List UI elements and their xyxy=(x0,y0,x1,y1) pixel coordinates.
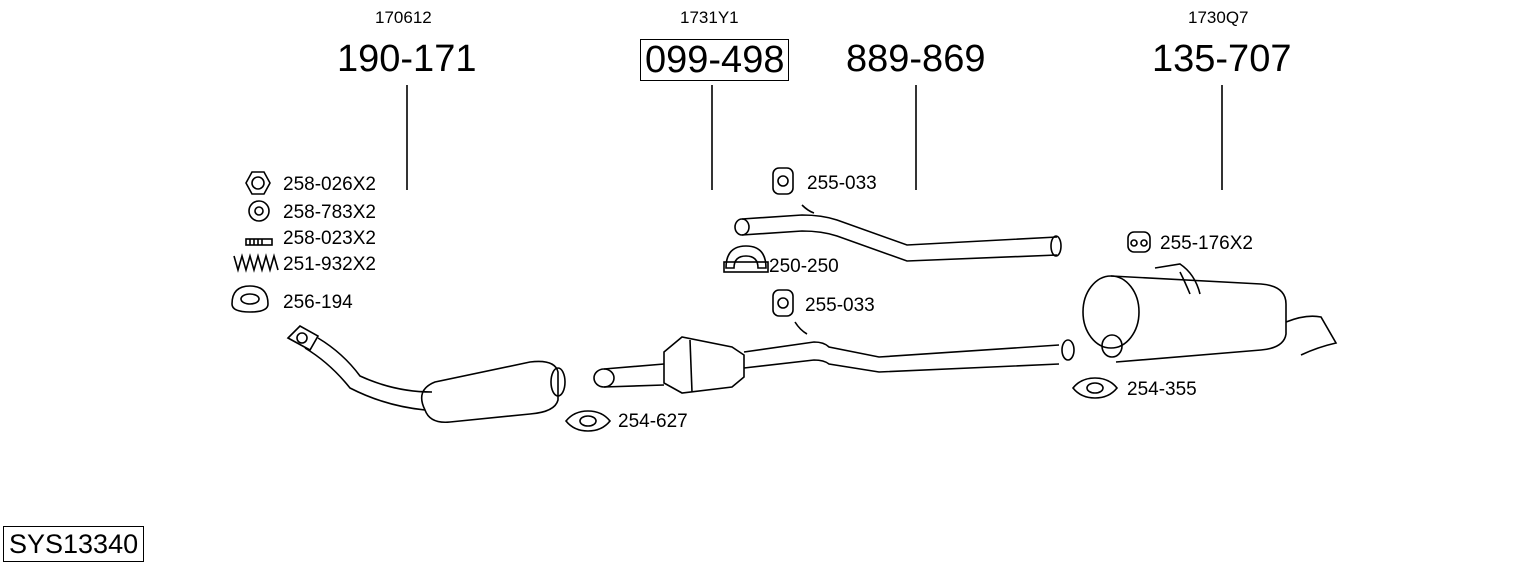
accessory-clamp-a-label[interactable]: 250-250 xyxy=(769,256,839,277)
bolt-icon xyxy=(245,238,273,246)
accessory-clamp-b-label[interactable]: 254-627 xyxy=(618,411,688,432)
accessory-bolt-label[interactable]: 258-023X2 xyxy=(283,228,376,249)
clamp-icon-c xyxy=(1071,377,1119,399)
hanger-icon-c xyxy=(1127,231,1151,253)
rear-silencer-135-707 xyxy=(1082,263,1338,363)
accessory-clamp-c-label[interactable]: 254-355 xyxy=(1127,379,1197,400)
part-number-190-171[interactable]: 190-171 xyxy=(337,38,477,80)
accessory-hanger-c-label[interactable]: 255-176X2 xyxy=(1160,233,1253,254)
gasket-icon xyxy=(231,285,269,313)
accessory-washer-label[interactable]: 258-783X2 xyxy=(283,202,376,223)
clamp-icon-a xyxy=(723,245,769,273)
oem-ref-4: 1730Q7 xyxy=(1188,8,1249,27)
front-pipe-190-171 xyxy=(286,325,566,424)
hanger-icon-a xyxy=(772,167,794,195)
washer-icon xyxy=(248,200,270,222)
catalytic-converter-099-498 xyxy=(593,321,1075,394)
clamp-icon-b xyxy=(564,410,612,432)
part-number-135-707[interactable]: 135-707 xyxy=(1152,38,1292,80)
part-number-889-869[interactable]: 889-869 xyxy=(846,38,986,80)
accessory-nut-label[interactable]: 258-026X2 xyxy=(283,174,376,195)
accessory-hanger-a-label[interactable]: 255-033 xyxy=(807,173,877,194)
intermediate-pipe-889-869 xyxy=(734,204,1062,262)
accessory-spring-label[interactable]: 251-932X2 xyxy=(283,254,376,275)
oem-ref-1: 170612 xyxy=(375,8,432,27)
spring-icon xyxy=(233,253,279,273)
hanger-icon-b xyxy=(772,289,794,317)
system-code: SYS13340 xyxy=(3,526,145,562)
accessory-gasket-label[interactable]: 256-194 xyxy=(283,292,353,313)
part-number-099-498[interactable]: 099-498 xyxy=(640,39,790,81)
nut-icon xyxy=(245,171,271,195)
oem-ref-2: 1731Y1 xyxy=(680,8,739,27)
accessory-hanger-b-label[interactable]: 255-033 xyxy=(805,295,875,316)
